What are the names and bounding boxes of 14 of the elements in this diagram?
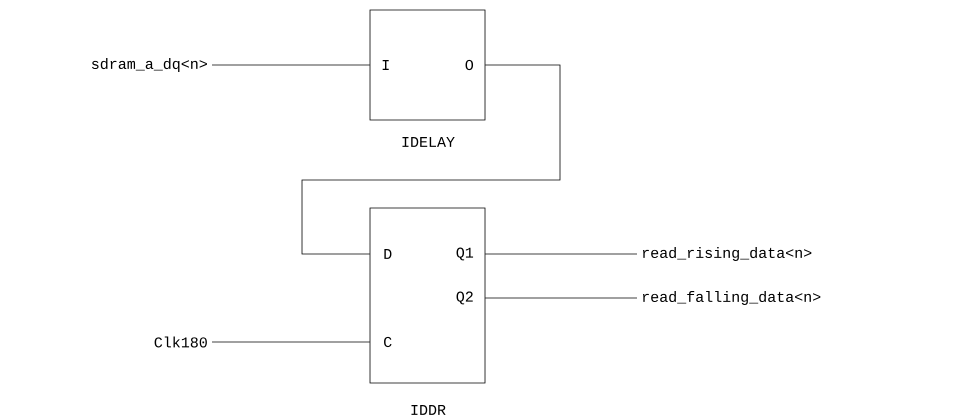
block-name: IDDR [411,405,446,415]
block-name: IDELAY [402,137,455,147]
signal-label: read_rising_data<n> [642,247,812,261]
pin-label: D [384,249,392,259]
signal-label: Clk180 [154,336,207,348]
pin-label: O [466,60,474,70]
pin-label: I [382,60,389,70]
pin-label: C [384,336,392,348]
wire [212,64,370,66]
signal-label: sdram_a_dq<n> [92,58,207,72]
pin-label: Q1 [456,248,474,260]
signal-label: read_falling_data<n> [642,291,820,305]
pin-label: Q2 [456,292,473,304]
wire [302,64,560,254]
